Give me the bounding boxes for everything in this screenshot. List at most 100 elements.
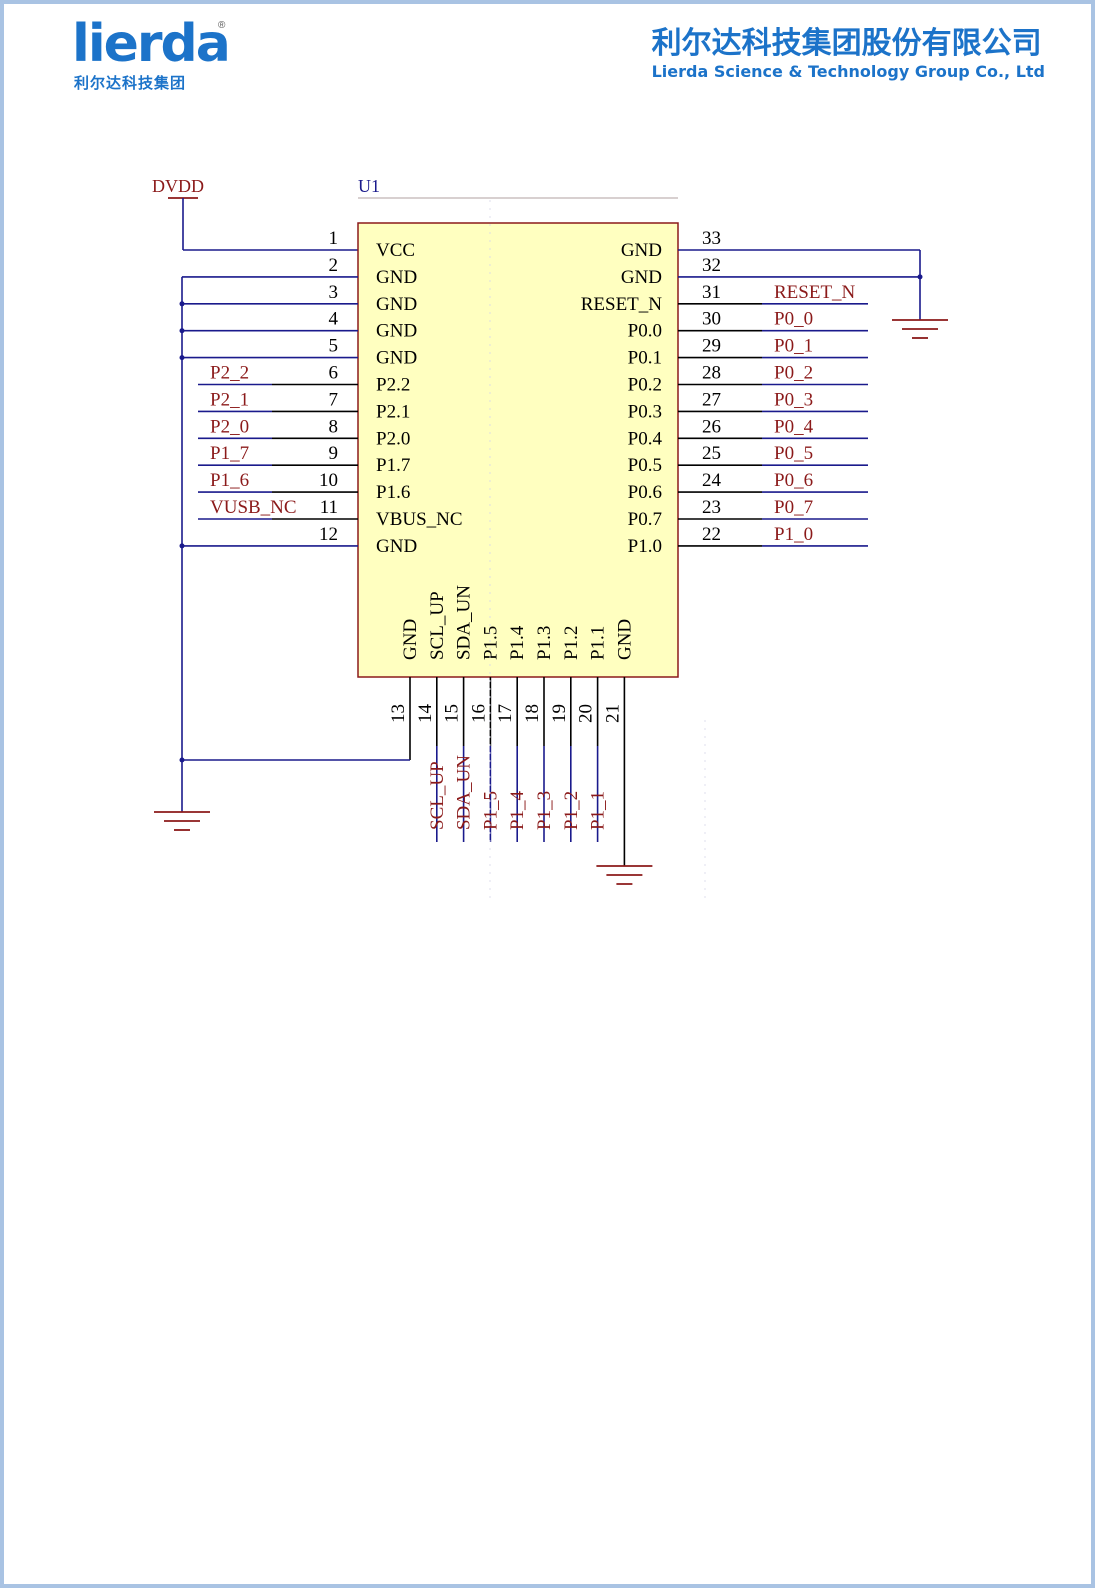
bottom-pin-16-net: P1_5: [480, 791, 501, 830]
bottom-pin-14-name: SCL_UP: [427, 591, 448, 660]
bottom-pin-15-name: SDA_UN: [454, 585, 475, 660]
bottom-pin-15-number: 15: [442, 704, 463, 723]
left-pin-10-name: P1.6: [376, 482, 410, 503]
right-pin-24-net: P0_6: [774, 470, 813, 491]
bottom-pin-21-name: GND: [614, 619, 635, 660]
left-pin-7-net: P2_1: [210, 389, 249, 410]
u1-body: [357, 222, 679, 678]
right-pin-28-number: 28: [702, 363, 721, 384]
right-pin-25-number: 25: [702, 443, 721, 464]
left-pin-2-number: 2: [329, 255, 339, 276]
left-pin-1-number: 1: [329, 228, 339, 249]
bottom-pin-18-net: P1_3: [534, 791, 555, 830]
right-pin-26-net: P0_4: [774, 416, 814, 437]
right-pin-30-name: P0.0: [628, 321, 662, 342]
registered-mark: ®: [218, 20, 226, 31]
left-pin-11-name: VBUS_NC: [376, 509, 463, 530]
right-pin-31-net: RESET_N: [774, 282, 856, 303]
right-pin-27-number: 27: [702, 389, 721, 410]
left-pin-8-net: P2_0: [210, 416, 249, 437]
right-pin-26-number: 26: [702, 416, 721, 437]
bottom-pin-19-net: P1_2: [561, 791, 582, 830]
left-pin-9-number: 9: [329, 443, 339, 464]
bottom-pin-20-name: P1.1: [588, 626, 609, 660]
right-pin-29-number: 29: [702, 336, 721, 357]
right-pin-27-net: P0_3: [774, 389, 813, 410]
right-pin-24-name: P0.6: [628, 482, 662, 503]
left-pin-8-number: 8: [329, 416, 339, 437]
left-pin-10-number: 10: [319, 470, 338, 491]
bottom-pin-13-junction: [179, 757, 185, 763]
left-pin-5-name: GND: [376, 348, 417, 369]
bottom-pin-16-number: 16: [468, 704, 489, 723]
company-name-en: Lierda Science & Technology Group Co., L…: [651, 62, 1045, 81]
left-pin-11-net: VUSB_NC: [210, 497, 297, 518]
company-name-cn: 利尔达科技集团股份有限公司: [651, 26, 1042, 61]
left-pin-6-number: 6: [329, 363, 339, 384]
left-pin-9-net: P1_7: [210, 443, 249, 464]
left-pin-10-net: P1_6: [210, 470, 249, 491]
lierda-logo: lierda ® 利尔达科技集团: [72, 14, 232, 94]
right-pin-23-net: P0_7: [774, 497, 813, 518]
right-pin-33-name: GND: [621, 240, 662, 261]
left-pin-12-name: GND: [376, 536, 417, 557]
company-name-block: 利尔达科技集团股份有限公司 Lierda Science & Technolog…: [652, 26, 1045, 82]
left-pin-12-junction: [179, 543, 185, 549]
bottom-pin-20-number: 20: [576, 704, 597, 723]
bottom-pin-17-number: 17: [495, 704, 516, 723]
right-pin-25-name: P0.5: [628, 455, 662, 476]
bottom-pin-18-number: 18: [522, 704, 543, 723]
left-pin-4-name: GND: [376, 321, 417, 342]
left-pin-1-name: VCC: [376, 240, 415, 261]
left-pin-3-name: GND: [376, 294, 417, 315]
right-pin-22-name: P1.0: [628, 536, 662, 557]
right-pin-25-net: P0_5: [774, 443, 813, 464]
left-pin-9-name: P1.7: [376, 455, 410, 476]
right-pin-27-name: P0.3: [628, 401, 662, 422]
right-pin-29-name: P0.1: [628, 348, 662, 369]
right-pin-23-name: P0.7: [628, 509, 662, 530]
bottom-pin-14-net: SCL_UP: [427, 761, 448, 830]
left-pin-6-net: P2_2: [210, 363, 249, 384]
left-pin-3-junction: [179, 301, 185, 307]
bottom-pin-21-number: 21: [602, 704, 623, 723]
bottom-pin-13-name: GND: [400, 619, 421, 660]
bottom-pin-19-name: P1.2: [561, 626, 582, 660]
right-pin-32-number: 32: [702, 255, 721, 276]
left-pin-2-name: GND: [376, 267, 417, 288]
right-pin-31-number: 31: [702, 282, 721, 303]
right-pin-24-number: 24: [702, 470, 722, 491]
left-pin-3-number: 3: [329, 282, 339, 303]
right-pin-30-net: P0_0: [774, 309, 813, 330]
bottom-pin-16-name: P1.5: [480, 626, 501, 660]
bottom-pin-18-name: P1.3: [534, 626, 555, 660]
bottom-pin-15-net: SDA_UN: [454, 755, 475, 830]
bottom-pin-17-net: P1_4: [507, 790, 528, 830]
left-pin-11-number: 11: [320, 497, 338, 518]
bottom-pin-13-number: 13: [388, 704, 409, 723]
left-pin-6-name: P2.2: [376, 375, 410, 396]
right-pin-29-net: P0_1: [774, 336, 813, 357]
right-pin-31-name: RESET_N: [581, 294, 663, 315]
right-pin-32-name: GND: [621, 267, 662, 288]
bottom-pin-14-number: 14: [415, 704, 436, 724]
left-pin-7-name: P2.1: [376, 401, 410, 422]
right-pin-26-name: P0.4: [628, 428, 663, 449]
right-pin-28-net: P0_2: [774, 363, 813, 384]
dvdd-net-label: DVDD: [152, 176, 204, 196]
left-pin-8-name: P2.0: [376, 428, 410, 449]
u1-ref-label: U1: [358, 176, 380, 196]
logo-wordmark: lierda: [72, 14, 231, 74]
right-pin-22-net: P1_0: [774, 524, 813, 545]
right-pin-28-name: P0.2: [628, 375, 662, 396]
left-pin-7-number: 7: [329, 389, 339, 410]
left-pin-4-number: 4: [329, 309, 339, 330]
bottom-pin-19-number: 19: [549, 704, 570, 723]
left-pin-4-junction: [179, 328, 185, 334]
left-pin-5-junction: [179, 355, 185, 361]
logo-chinese-name: 利尔达科技集团: [74, 74, 187, 92]
right-pin-33-number: 33: [702, 228, 721, 249]
right-pin-23-number: 23: [702, 497, 721, 518]
right-pin-22-number: 22: [702, 524, 721, 545]
